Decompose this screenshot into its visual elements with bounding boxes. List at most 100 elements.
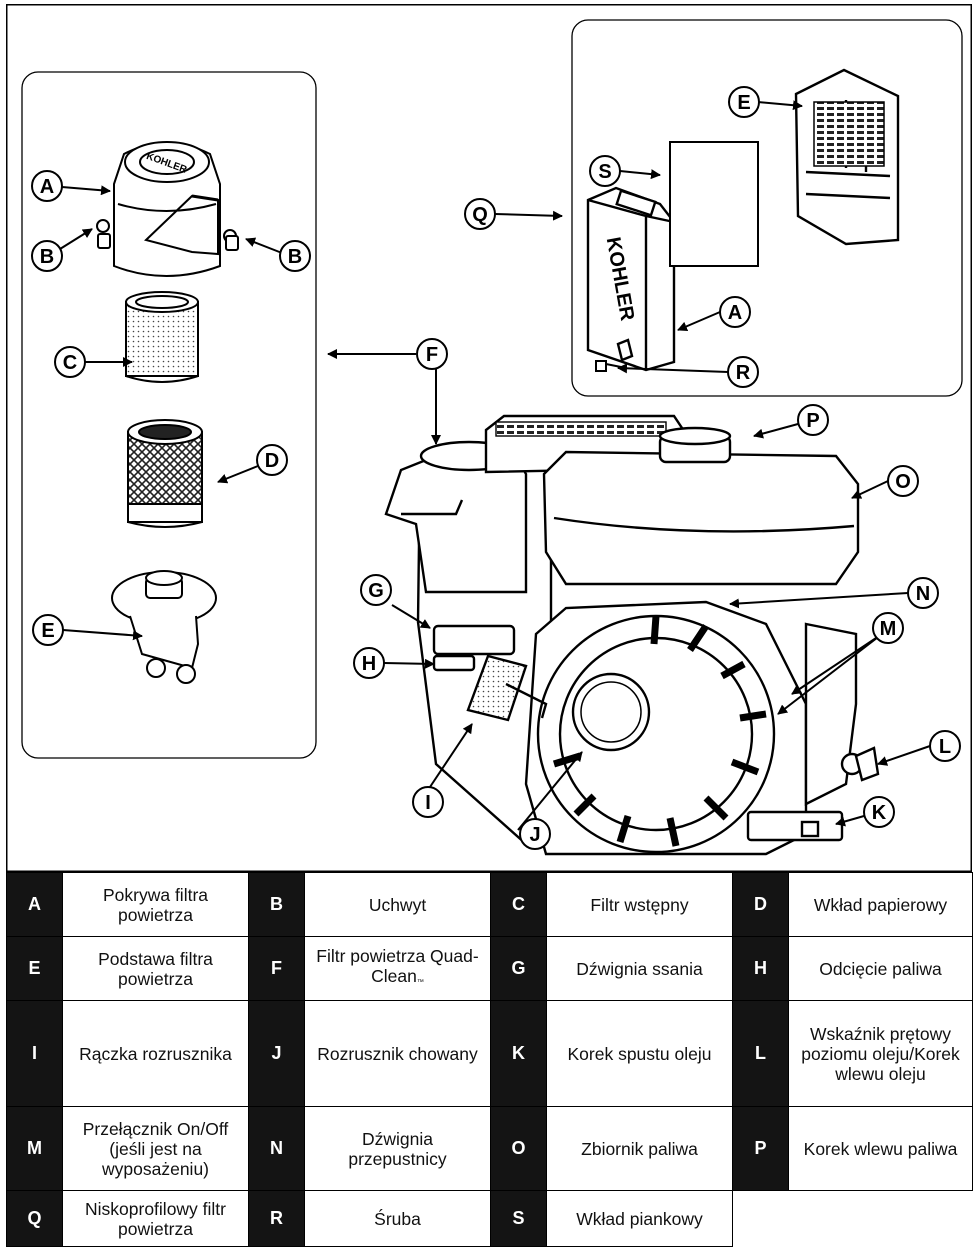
legend-key: B: [248, 872, 305, 937]
legend-key: M: [6, 1106, 63, 1191]
svg-text:R: R: [736, 362, 751, 384]
legend-description: Odcięcie paliwa: [788, 936, 973, 1001]
legend-description: Korek wlewu paliwa: [788, 1106, 973, 1191]
legend-key: R: [248, 1190, 305, 1247]
callout-a-left: A: [31, 170, 63, 202]
svg-text:F: F: [426, 344, 438, 366]
legend-description: Wskaźnik prętowy poziomu oleju/Korek wle…: [788, 1000, 973, 1107]
legend-row: I Rączka rozrusznika J Rozrusznik chowan…: [6, 1000, 973, 1107]
callout-k: K: [863, 796, 895, 828]
legend-description: Podstawa filtra powietrza: [62, 936, 249, 1001]
svg-text:M: M: [880, 618, 897, 640]
engine-diagram: K O H L E R: [6, 4, 972, 872]
svg-text:E: E: [737, 92, 750, 114]
callout-e-right: E: [728, 86, 760, 118]
svg-text:O: O: [895, 471, 911, 493]
callout-g: G: [360, 574, 392, 606]
callout-m: M: [872, 612, 904, 644]
foam-element-drawing: [669, 141, 759, 267]
callout-o: O: [887, 465, 919, 497]
legend-description: Śruba: [304, 1190, 491, 1247]
legend-description: Pokrywa filtra powietrza: [62, 872, 249, 937]
legend-description: Rozrusznik chowany: [304, 1000, 491, 1107]
legend-description: Wkład papierowy: [788, 872, 973, 937]
callout-i: I: [412, 786, 444, 818]
callout-d: D: [256, 444, 288, 476]
trademark-mark: ™: [416, 979, 424, 986]
svg-text:I: I: [425, 792, 431, 814]
callout-s: S: [589, 155, 621, 187]
callout-j: J: [519, 818, 551, 850]
svg-text:L: L: [939, 736, 951, 758]
svg-text:G: G: [368, 580, 384, 602]
legend-row: M Przełącznik On/Off (jeśli jest na wypo…: [6, 1106, 973, 1191]
legend-description: Filtr wstępny: [546, 872, 733, 937]
legend-key: C: [490, 872, 547, 937]
legend-description: Dźwignia ssania: [546, 936, 733, 1001]
legend-key: J: [248, 1000, 305, 1107]
low-profile-base-drawing: [794, 68, 900, 246]
diagram-border: [6, 4, 972, 872]
callout-l: L: [929, 730, 961, 762]
callout-r: R: [727, 356, 759, 388]
callout-h: H: [353, 647, 385, 679]
leader-lines-m: [777, 633, 883, 715]
parts-legend-table: A Pokrywa filtra powietrza B Uchwyt C Fi…: [6, 872, 973, 1247]
diagram-canvas: K O H L E R: [6, 4, 972, 872]
legend-description: Dźwignia przepustnicy: [304, 1106, 491, 1191]
svg-text:K: K: [872, 802, 887, 824]
callout-c: C: [54, 346, 86, 378]
legend-key: S: [490, 1190, 547, 1247]
svg-text:B: B: [288, 246, 302, 268]
callout-p: P: [797, 404, 829, 436]
legend-key: A: [6, 872, 63, 937]
retaining-clip-drawing: [96, 219, 239, 251]
quad-clean-panel: [21, 71, 317, 759]
legend-row: Q Niskoprofilowy filtr powietrza R Śruba…: [6, 1190, 973, 1247]
svg-text:E: E: [41, 620, 54, 642]
callout-a-right: A: [719, 296, 751, 328]
legend-key: D: [732, 872, 789, 937]
svg-text:A: A: [40, 176, 54, 198]
legend-row: E Podstawa filtra powietrza F Filtr powi…: [6, 936, 973, 1001]
paper-element-drawing: [127, 419, 203, 528]
callout-q: Q: [464, 198, 496, 230]
legend-key: I: [6, 1000, 63, 1107]
legend-description: Niskoprofilowy filtr powietrza: [62, 1190, 249, 1247]
legend-description: Wkład piankowy: [546, 1190, 733, 1247]
legend-empty-cell: [789, 1191, 973, 1247]
low-profile-cover-drawing: [586, 186, 676, 372]
legend-description: Przełącznik On/Off (jeśli jest na wyposa…: [62, 1106, 249, 1191]
legend-empty-cell: [733, 1191, 789, 1247]
legend-key: L: [732, 1000, 789, 1107]
leader-arrows: [59, 100, 931, 831]
legend-description: Rączka rozrusznika: [62, 1000, 249, 1107]
legend-key: O: [490, 1106, 547, 1191]
svg-text:Q: Q: [472, 204, 488, 226]
legend-description: Korek spustu oleju: [546, 1000, 733, 1107]
legend-description: Zbiornik paliwa: [546, 1106, 733, 1191]
callout-b-left: B: [31, 240, 63, 272]
legend-key: F: [248, 936, 305, 1001]
air-filter-cover-drawing: [113, 141, 221, 277]
svg-text:P: P: [806, 410, 819, 432]
callout-e-left: E: [32, 614, 64, 646]
low-profile-panel: [571, 19, 963, 397]
legend-key: H: [732, 936, 789, 1001]
pre-cleaner-drawing: [125, 291, 199, 383]
svg-text:H: H: [362, 653, 376, 675]
legend-description: Uchwyt: [304, 872, 491, 937]
legend-key: N: [248, 1106, 305, 1191]
svg-text:C: C: [63, 352, 77, 374]
svg-text:J: J: [529, 824, 540, 846]
svg-text:A: A: [728, 302, 742, 324]
callout-n: N: [907, 577, 939, 609]
callout-f: F: [416, 338, 448, 370]
svg-text:B: B: [40, 246, 54, 268]
legend-key: G: [490, 936, 547, 1001]
svg-text:S: S: [598, 161, 611, 183]
legend-description-quad-clean: Filtr powietrza Quad-Clean™: [304, 936, 491, 1001]
legend-key: Q: [6, 1190, 63, 1247]
legend-quad-clean-text: Filtr powietrza Quad-Clean: [316, 946, 479, 986]
